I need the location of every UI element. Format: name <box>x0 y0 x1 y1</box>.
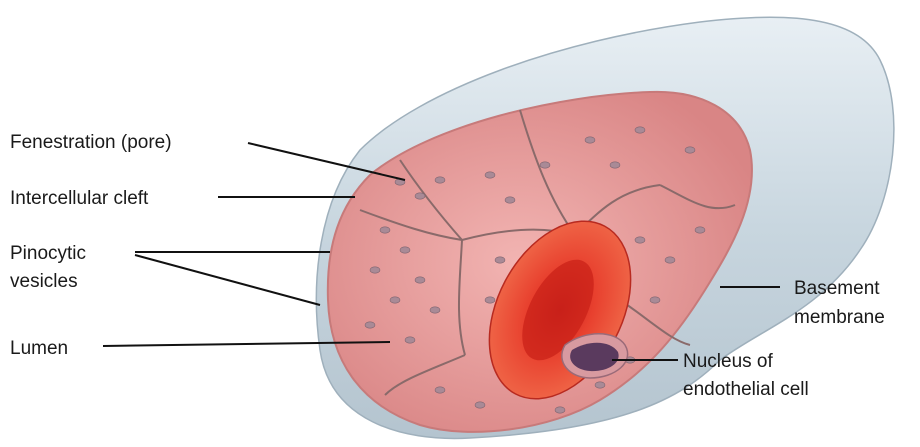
label-pinocytic-line2: vesicles <box>10 271 78 292</box>
label-nucleus-line2: endothelial cell <box>683 379 809 400</box>
label-lumen: Lumen <box>10 338 68 359</box>
label-basement-line2: membrane <box>794 307 885 328</box>
label-fenestration: Fenestration (pore) <box>10 132 172 153</box>
label-basement-line1: Basement <box>794 278 880 299</box>
label-intercellular-cleft: Intercellular cleft <box>10 188 149 209</box>
label-pinocytic-line1: Pinocytic <box>10 243 86 264</box>
label-nucleus-line1: Nucleus of <box>683 351 773 372</box>
